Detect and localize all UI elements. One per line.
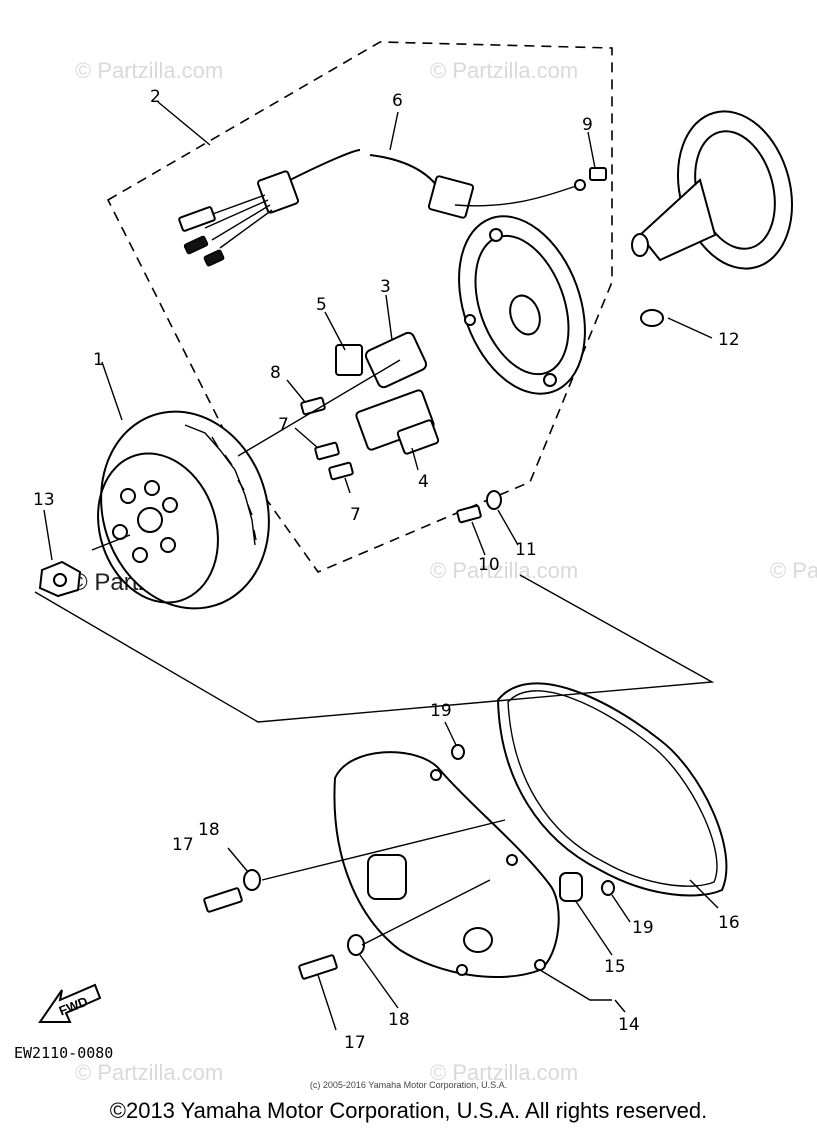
callout-18a: 18: [198, 820, 220, 840]
callout-15: 15: [604, 957, 626, 977]
callout-16: 16: [718, 913, 740, 933]
callout-labels: 1 2 3 4 5 6 7 7 8 9 10 11 12 13 14 15 16…: [33, 87, 740, 1053]
callout-9: 9: [582, 115, 593, 135]
callout-11: 11: [515, 540, 537, 560]
flywheel: [97, 410, 270, 610]
flywheel-group-outline: [34, 574, 715, 723]
watermark-text: © Partzilla.com: [770, 558, 817, 583]
fwd-label: FWD: [57, 994, 90, 1019]
bolt-9: [589, 167, 607, 181]
callout-7b: 7: [350, 505, 361, 525]
callout-19b: 19: [632, 918, 654, 938]
pickup-assembly: [335, 331, 440, 455]
bolt-7b: [328, 461, 354, 481]
small-copyright-line: (c) 2005-2016 Yamaha Motor Corporation, …: [309, 1080, 508, 1090]
stator-group-outline: [106, 41, 613, 573]
bolt-17a: [203, 887, 243, 913]
watermark-text: © Partzilla.com: [75, 1060, 223, 1085]
flywheel-nut: [38, 560, 82, 598]
hardware: [203, 167, 615, 980]
washer-11: [486, 490, 502, 510]
bolt-17b: [298, 954, 338, 980]
dowel-19a: [451, 744, 465, 760]
callout-8: 8: [270, 363, 281, 383]
washer-18b: [347, 934, 365, 956]
cover-gasket: [496, 682, 728, 897]
watermark-text: © Partzilla.com: [75, 58, 223, 83]
diagram-code: EW2110-0080: [14, 1044, 113, 1062]
callout-7a: 7: [278, 415, 289, 435]
callout-6: 6: [392, 91, 403, 111]
crankcase-cover: [333, 751, 560, 979]
wire-harness: [178, 149, 586, 267]
callout-1: 1: [93, 350, 104, 370]
callout-13: 13: [33, 490, 55, 510]
cover-gasket-inner: [507, 690, 718, 887]
callout-3: 3: [380, 277, 391, 297]
watermark-text: © Partzilla.com: [430, 1060, 578, 1085]
bushing-15: [559, 872, 583, 902]
callout-14: 14: [618, 1015, 640, 1035]
callout-4: 4: [418, 472, 429, 492]
callout-17b: 17: [344, 1033, 366, 1053]
washer-18a: [243, 869, 261, 891]
watermark-text: © Partzilla.com: [430, 558, 578, 583]
callout-10: 10: [478, 555, 500, 575]
bolt-8: [300, 396, 326, 416]
forward-direction-arrow: FWD: [38, 983, 102, 1023]
callout-17a: 17: [172, 835, 194, 855]
callout-18b: 18: [388, 1010, 410, 1030]
screw-10: [456, 504, 482, 524]
watermark-text: © Partzilla.com: [430, 58, 578, 83]
callout-19a: 19: [430, 701, 452, 721]
callout-5: 5: [316, 295, 327, 315]
callout-12: 12: [718, 330, 740, 350]
copyright-footer: ©2013 Yamaha Motor Corporation, U.S.A. A…: [109, 1098, 708, 1123]
bolt-7a: [314, 441, 340, 461]
dowel-19b: [601, 880, 615, 896]
rotor-shaft: [631, 110, 794, 327]
watermark-layer: © Partzilla.com © Partzilla.com © Partzi…: [70, 58, 817, 1085]
leader-lines: [43, 101, 719, 1031]
stator-plate: [458, 215, 586, 395]
callout-2: 2: [150, 87, 161, 107]
